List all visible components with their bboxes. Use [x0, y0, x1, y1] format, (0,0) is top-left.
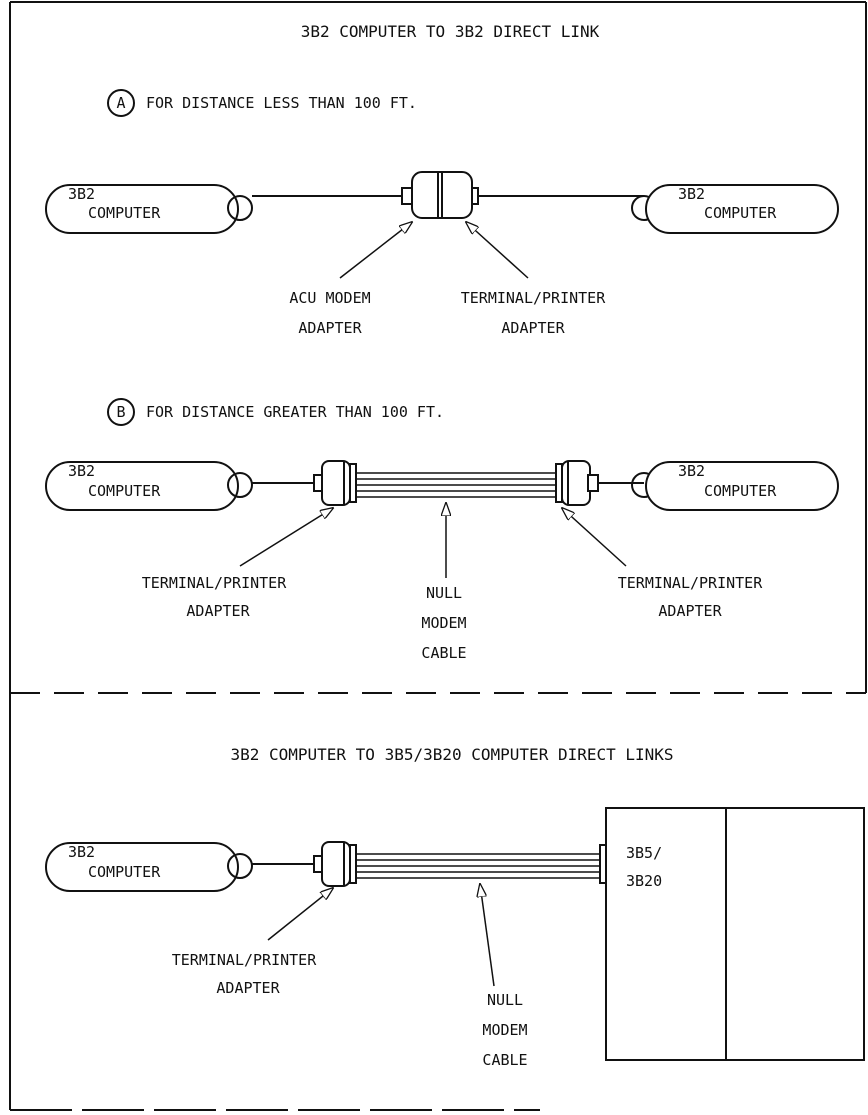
- acu-modem-label: ACU MODEM: [289, 289, 370, 307]
- terminal-printer-label: TERMINAL/PRINTER: [461, 289, 606, 307]
- bottom-adapter: [313, 841, 351, 887]
- section-b-left-computer: 3B2 COMPUTER: [45, 461, 253, 511]
- cable-label-2: MODEM: [482, 1021, 527, 1039]
- cable-label-3: CABLE: [482, 1051, 527, 1069]
- section-a-marker-circle: [107, 89, 135, 117]
- cabinet-3b5-3b20: 3B5/ 3B20: [605, 807, 865, 1061]
- section-b-left-adapter: [313, 460, 351, 506]
- computer-label: COMPUTER: [704, 482, 777, 500]
- computer-model-label: 3B2: [678, 185, 705, 203]
- adapter-arrow: [267, 888, 333, 941]
- bottom-null-modem-cable: [349, 844, 607, 884]
- computer-model-label: 3B2: [678, 462, 705, 480]
- computer-model-label: 3B2: [68, 185, 95, 203]
- section-a-heading: FOR DISTANCE LESS THAN 100 FT.: [146, 94, 417, 112]
- terminal-printer-adapter-arrow: [466, 222, 529, 279]
- cable-arrow: [480, 884, 495, 987]
- computer-model-label: 3B2: [68, 843, 95, 861]
- adapter-label: TERMINAL/PRINTER: [172, 951, 317, 969]
- cable-label-3: CABLE: [421, 644, 466, 662]
- outer-frame: [9, 1, 867, 1111]
- cabinet-label: 3B5/: [626, 844, 662, 862]
- section-b-marker: B: [116, 403, 125, 421]
- section-b-null-modem-cable: [349, 463, 563, 503]
- adapter-label-2: ADAPTER: [216, 979, 280, 997]
- bottom-panel-title: 3B2 COMPUTER TO 3B5/3B20 COMPUTER DIRECT…: [230, 745, 673, 764]
- section-a: A FOR DISTANCE LESS THAN 100 FT. 3B2 COM…: [45, 89, 839, 337]
- computer-label: COMPUTER: [88, 482, 161, 500]
- section-b: B FOR DISTANCE GREATER THAN 100 FT. 3B2 …: [45, 398, 839, 662]
- left-adapter-arrow: [239, 508, 333, 567]
- computer-label: COMPUTER: [88, 204, 161, 222]
- cable-label-2: MODEM: [421, 614, 466, 632]
- left-adapter-label-2: ADAPTER: [186, 602, 250, 620]
- top-panel-title: 3B2 COMPUTER TO 3B2 DIRECT LINK: [301, 22, 600, 41]
- left-adapter-label: TERMINAL/PRINTER: [142, 574, 287, 592]
- right-adapter-label: TERMINAL/PRINTER: [618, 574, 763, 592]
- section-a-left-computer: 3B2 COMPUTER: [45, 184, 253, 234]
- section-a-adapter-pair: [401, 171, 479, 219]
- acu-modem-adapter-arrow: [339, 222, 412, 279]
- right-adapter-label-2: ADAPTER: [658, 602, 722, 620]
- cabinet-label-2: 3B20: [626, 872, 662, 890]
- bottom-left-computer: 3B2 COMPUTER: [45, 842, 253, 892]
- cable-label: NULL: [426, 584, 462, 602]
- section-b-marker-circle: [107, 398, 135, 426]
- computer-label: COMPUTER: [88, 863, 161, 881]
- acu-modem-label-2: ADAPTER: [298, 319, 362, 337]
- section-b-right-adapter: [561, 460, 599, 506]
- cable-label: NULL: [487, 991, 523, 1009]
- terminal-printer-label-2: ADAPTER: [501, 319, 565, 337]
- computer-model-label: 3B2: [68, 462, 95, 480]
- section-a-right-computer: 3B2 COMPUTER: [631, 184, 839, 234]
- computer-label: COMPUTER: [704, 204, 777, 222]
- section-b-right-computer: 3B2 COMPUTER: [631, 461, 839, 511]
- bottom-panel: 3B2 COMPUTER TO 3B5/3B20 COMPUTER DIRECT…: [45, 745, 865, 1069]
- section-b-heading: FOR DISTANCE GREATER THAN 100 FT.: [146, 403, 444, 421]
- section-a-marker: A: [116, 94, 125, 112]
- right-adapter-arrow: [562, 508, 627, 567]
